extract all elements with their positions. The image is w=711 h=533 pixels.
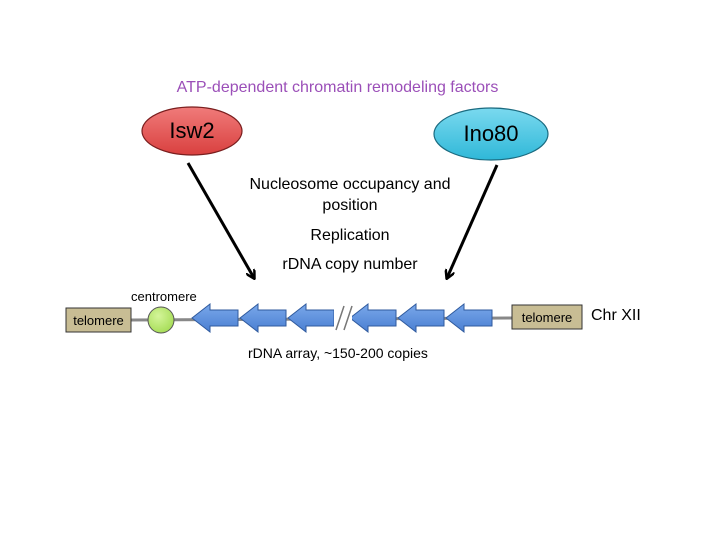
isw2-node (141, 106, 243, 156)
chromosome-name: Chr XII (591, 307, 641, 324)
centromere-label: centromere (131, 289, 197, 304)
right-telomere-label: telomere (521, 310, 573, 325)
rdna-repeat-arrow (397, 302, 445, 334)
effect-replication: Replication (310, 227, 390, 244)
diagram-title: ATP-dependent chromatin remodeling facto… (176, 79, 499, 96)
left-telomere-label: telomere (73, 313, 124, 328)
effect-rdna-copy-number: rDNA copy number (282, 256, 418, 273)
rdna-repeat-arrow (239, 302, 287, 334)
effect-position: position (322, 197, 378, 214)
rdna-repeat-arrow (287, 302, 335, 334)
left-telomere-box (65, 307, 132, 333)
rdna-array (191, 302, 493, 334)
ino80-node (433, 107, 549, 161)
effect-nucleosome: Nucleosome occupancy and (249, 176, 451, 193)
rdna-array-label: rDNA array, ~150-200 copies (248, 345, 428, 361)
rdna-repeat-arrow (191, 302, 239, 334)
rdna-repeat-arrow (349, 302, 397, 334)
right-telomere-box (511, 304, 583, 330)
rdna-repeat-arrow (445, 302, 493, 334)
isw2-label: Isw2 (169, 118, 215, 143)
isw2-arrow (186, 162, 254, 278)
centromere-circle (147, 306, 175, 334)
ino80-label: Ino80 (463, 121, 519, 146)
array-break-mark (334, 305, 353, 331)
ino80-arrow (447, 164, 499, 278)
